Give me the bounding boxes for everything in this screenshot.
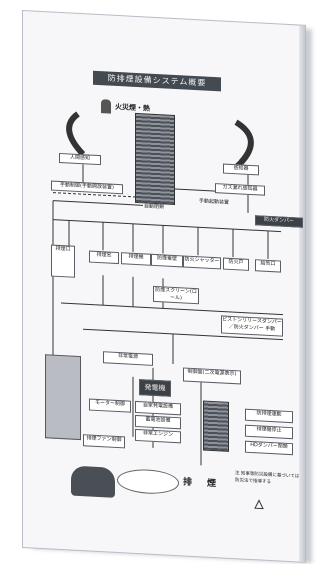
- battery-box: 蓄電池設備: [135, 415, 181, 429]
- private-power-box: 自家発電設備: [135, 401, 181, 415]
- air-inlet-box: 給気口: [255, 259, 281, 272]
- diagram-panel: 防排煙設備システム概要: [22, 10, 306, 563]
- fan-stop-box: 排煙機停止: [245, 425, 293, 440]
- exhaust-label: 排 煙: [183, 479, 219, 488]
- motor-control-box: モーター制御: [89, 399, 131, 413]
- generator-box: 発電機: [139, 379, 171, 397]
- fire-door-box: 防火戸: [223, 258, 249, 271]
- engine-box: 非常エンジン: [135, 429, 181, 443]
- exhaust-fan-box: 排煙ファン制御: [83, 434, 125, 448]
- emergency-power-title: 非常電源: [103, 351, 153, 366]
- damper-close-box: HDダンパー閉鎖: [245, 441, 293, 456]
- emergency-machine: [45, 354, 81, 440]
- human-sense-box: 人間感知: [59, 153, 101, 165]
- detector-box: 感知器: [223, 164, 259, 176]
- interlock-box: 防排煙連動: [245, 409, 293, 424]
- smoke-window-box: 排煙窓: [89, 251, 119, 265]
- smoke-screen-box: 防煙スクリーン(ロール): [153, 286, 199, 304]
- damper-release-box: ピストンリリースダンパー／防火ダンパー 手動: [221, 315, 283, 336]
- manual-start-label: 手動起動装置: [199, 198, 229, 207]
- logo-icon: [101, 99, 111, 114]
- bottom-control-unit: [203, 400, 229, 451]
- smoke-barrier-box: 防煙垂壁: [151, 254, 183, 268]
- central-control-panel: [135, 113, 175, 205]
- smoke-fan-box: 排煙機: [121, 252, 151, 266]
- exhaust-fan-icon: [71, 466, 115, 498]
- control-board-box: 制御盤(二次電源表示): [183, 367, 241, 384]
- fire-shutter-box: 防火シャッター: [183, 255, 221, 269]
- smoke-outlet-box: 排煙口: [51, 245, 75, 278]
- hand-icon: [253, 498, 265, 511]
